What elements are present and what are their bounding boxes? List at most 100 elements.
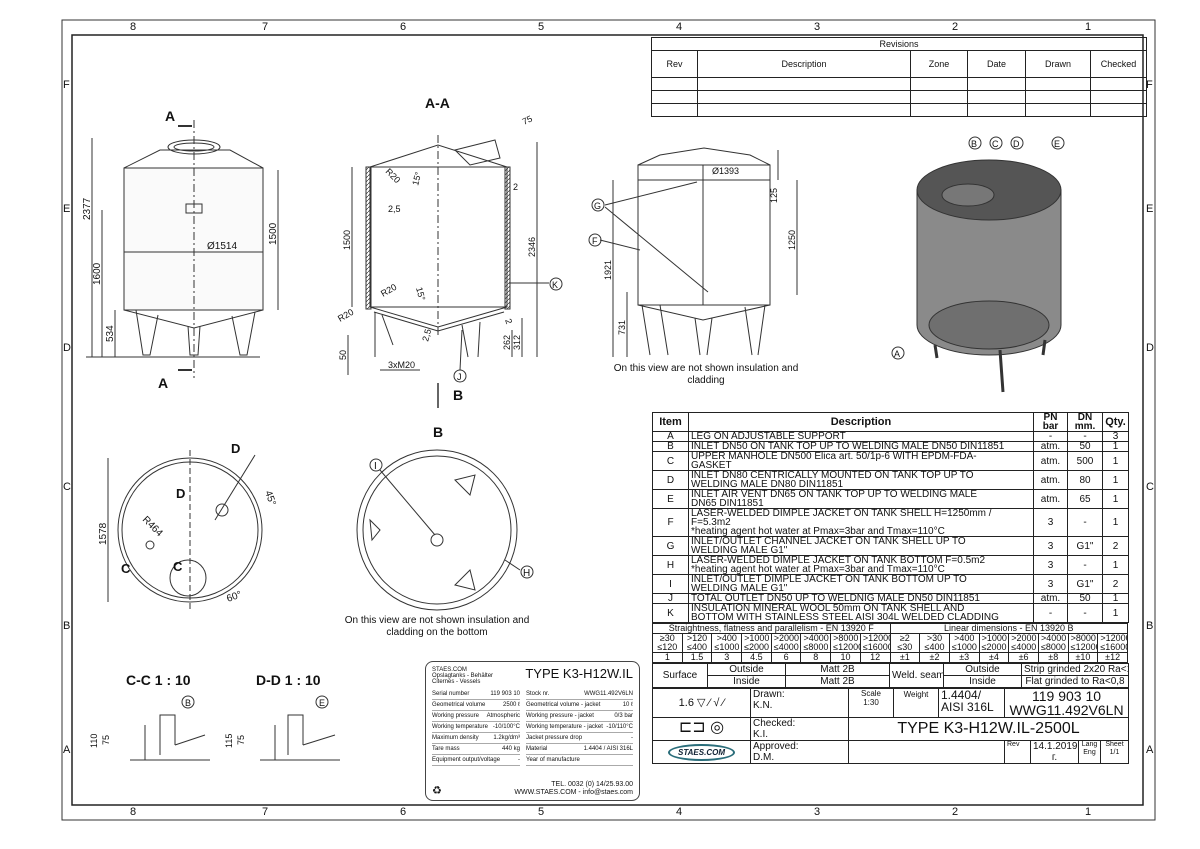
dim-262: 262 bbox=[502, 335, 512, 350]
surface-outside: Outside bbox=[707, 663, 786, 676]
part-description-line: UPPER MANHOLE DN500 Elica art. 50/1p-6 W… bbox=[691, 451, 977, 462]
nameplate-value: 440 kg bbox=[501, 746, 520, 752]
part-dn: 65 bbox=[1067, 489, 1103, 509]
part-description-line: *heating agent hot water at Pmax=3bar an… bbox=[691, 564, 945, 575]
part-item: A bbox=[652, 431, 689, 442]
isometric-callouts: B C D E A bbox=[891, 136, 1065, 360]
callout-k: K bbox=[552, 280, 558, 290]
outer-frame bbox=[61, 19, 1156, 821]
surface-inside-value: Matt 2B bbox=[785, 675, 890, 688]
nameplate-value: 1.4404 / AISI 316L bbox=[583, 746, 633, 752]
drawing-number: 119 903 10 bbox=[1031, 688, 1102, 704]
nameplate-row: Jacket pressure drop- bbox=[526, 733, 633, 744]
zone-row-A: A bbox=[63, 744, 71, 756]
dim-manhole: 75 bbox=[521, 114, 534, 127]
part-item: B bbox=[652, 441, 689, 452]
range-bound: ≤8000 bbox=[803, 642, 829, 652]
nameplate-row: Material 1.4404 / AISI 316L bbox=[526, 744, 633, 755]
straightness-range: >8000≤12000 bbox=[830, 633, 861, 653]
zone-column-6: 6 bbox=[400, 806, 406, 818]
part-item: C bbox=[652, 451, 689, 471]
linear-tolerance: ±4 bbox=[978, 652, 1010, 663]
part-pn: - bbox=[1033, 603, 1068, 623]
lang-value: Eng bbox=[1083, 749, 1096, 756]
straightness-range: >12000≤16000 bbox=[859, 633, 891, 653]
header-description: Description bbox=[688, 412, 1034, 432]
part-qty: 2 bbox=[1102, 536, 1129, 556]
jacket-view bbox=[599, 147, 798, 357]
dim-2377: 2377 bbox=[82, 197, 93, 220]
part-qty: 2 bbox=[1102, 574, 1129, 594]
straightness-range: ≥30≤120 bbox=[652, 633, 683, 653]
part-dn: - bbox=[1067, 603, 1103, 623]
drawing-code: WWG11.492V6LN bbox=[1009, 702, 1124, 718]
note-line-1: On this view are not shown insulation an… bbox=[614, 363, 799, 374]
callout-b: B bbox=[971, 139, 977, 149]
part-dn: - bbox=[1067, 555, 1103, 575]
surface-inside: Inside bbox=[707, 675, 786, 688]
dim-foot: 50 bbox=[338, 350, 348, 360]
part-pn: 3 bbox=[1033, 536, 1068, 556]
straightness-title: Straightness, flatness and parallelism -… bbox=[652, 623, 891, 634]
scale-label: Scale bbox=[860, 689, 881, 699]
isometric-view bbox=[916, 159, 1062, 393]
part-description: TOTAL OUTLET DN50 UP TO WELDNIG MALE DN5… bbox=[688, 593, 1034, 604]
section-c-mark: C bbox=[121, 561, 131, 576]
range-bound: >2000 bbox=[773, 633, 800, 643]
nameplate-sub-1: Opslagtanks - Behälter bbox=[432, 673, 494, 679]
header-pn-unit: bar bbox=[1042, 421, 1059, 432]
nameplate-label: Working temperature - jacket bbox=[526, 724, 603, 730]
section-d-mark: D bbox=[231, 441, 240, 456]
weld-inside-value: Flat grinded to Ra<0,8 bbox=[1021, 675, 1129, 688]
nameplate-label: Geometrical volume bbox=[432, 702, 486, 708]
part-dn: 500 bbox=[1067, 451, 1103, 471]
linear-range: >2000≤4000 bbox=[1008, 633, 1039, 653]
range-bound: ≤2000 bbox=[744, 642, 770, 652]
callout-g-circle bbox=[591, 198, 605, 212]
header-dn: DN bbox=[1077, 412, 1093, 423]
part-description-line: F=5.3m2 bbox=[691, 517, 731, 528]
part-description-line: WELDING MALE G1" bbox=[691, 545, 788, 556]
revisions-header: Date bbox=[967, 50, 1026, 78]
nameplate-label: Year of manufacture bbox=[526, 757, 580, 763]
straightness-range: >2000≤4000 bbox=[770, 633, 802, 653]
linear-range: >400≤1000 bbox=[948, 633, 980, 653]
dim-2346: 2346 bbox=[527, 237, 537, 257]
part-description-line: LEG ON ADJUSTABLE SUPPORT bbox=[691, 431, 846, 442]
zone-row-F: F bbox=[1146, 79, 1153, 91]
inner-frame bbox=[71, 34, 1144, 806]
straightness-tolerance: 1 bbox=[652, 652, 683, 663]
section-aa-view bbox=[347, 135, 549, 408]
nameplate-label: Working pressure - jacket bbox=[526, 713, 594, 719]
nameplate-label: Material bbox=[526, 746, 548, 752]
callout-c: C bbox=[992, 139, 999, 149]
revisions-header: Rev bbox=[651, 50, 698, 78]
detail-views: C-C 1 : 10 D-D 1 : 10 B E 110 75 115 75 bbox=[89, 672, 340, 761]
range-bound: >120 bbox=[686, 633, 708, 643]
callout-i: I bbox=[374, 461, 377, 472]
part-dn: G1" bbox=[1067, 536, 1103, 556]
range-bound: >400 bbox=[954, 633, 975, 643]
zone-row-B: B bbox=[1146, 620, 1153, 632]
zone-column-7: 7 bbox=[262, 806, 268, 818]
roughness-value: 1.6 bbox=[678, 696, 694, 709]
plan-view-bottom bbox=[356, 449, 521, 611]
part-description-line: WELDING MALE G1" bbox=[691, 583, 788, 594]
zone-row-C: C bbox=[63, 481, 71, 493]
part-pn: atm. bbox=[1033, 489, 1068, 509]
rev-label: Rev bbox=[1004, 740, 1031, 764]
range-bound: >4000 bbox=[1040, 633, 1067, 643]
part-item: H bbox=[652, 555, 689, 575]
approved-label: Approved: bbox=[753, 741, 799, 753]
range-bound: ≤12000 bbox=[1070, 642, 1098, 652]
